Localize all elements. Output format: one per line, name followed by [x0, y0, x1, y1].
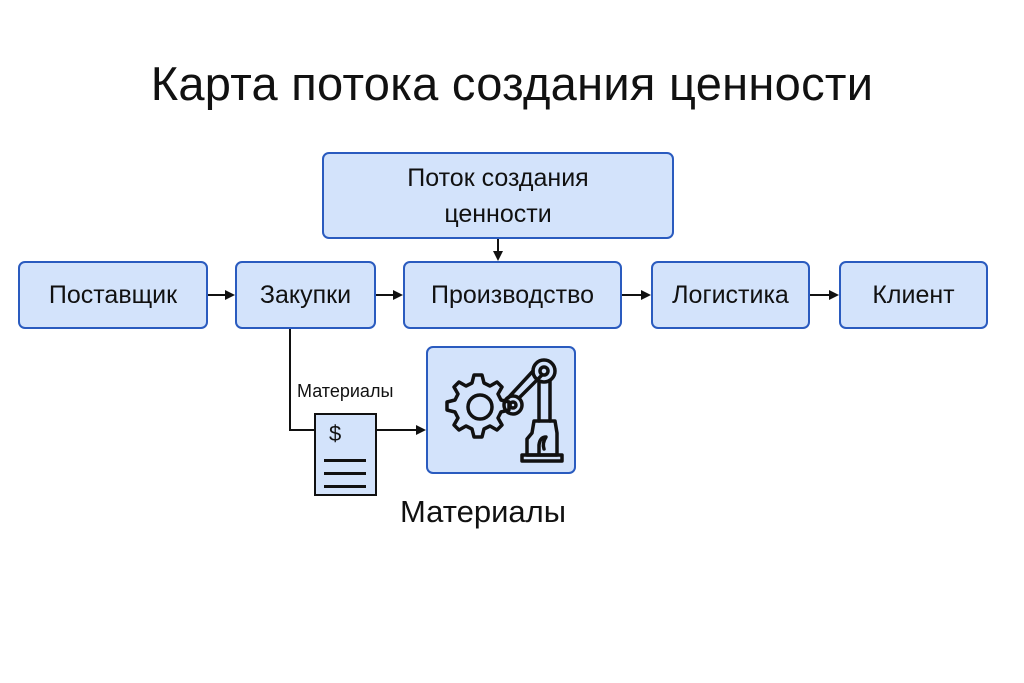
procurement-to-document-line: [289, 329, 314, 431]
value-stream-label-line1: Поток создания: [407, 163, 589, 192]
supplier-label: Поставщик: [48, 280, 178, 309]
dollar-icon: $: [329, 421, 342, 446]
materials-caption: Материалы: [400, 494, 566, 529]
gear-robot-arm-icon: [445, 357, 564, 463]
invoice-document-icon[interactable]: $: [314, 413, 377, 496]
logistics-box[interactable]: Логистика: [651, 261, 810, 329]
logistics-label: Логистика: [672, 280, 789, 309]
materials-edge-label: Материалы: [297, 381, 394, 401]
diagram-title: Карта потока создания ценности: [150, 57, 874, 110]
gear-icon: [445, 372, 511, 439]
production-label: Производство: [430, 280, 594, 309]
arm-joint-icon: [502, 393, 524, 416]
supplier-box[interactable]: Поставщик: [18, 261, 208, 329]
document-line: [324, 485, 366, 488]
production-box[interactable]: Производство: [403, 261, 622, 329]
value-stream-label-line2: ценности: [444, 199, 552, 228]
document-line: [324, 472, 366, 475]
client-label: Клиент: [872, 280, 955, 309]
procurement-box[interactable]: Закупки: [235, 261, 376, 329]
document-line: [324, 459, 366, 462]
value-stream-box[interactable]: Поток создания ценности: [322, 152, 674, 239]
procurement-label: Закупки: [259, 280, 352, 309]
client-box[interactable]: Клиент: [839, 261, 988, 329]
manufacturing-icon-box[interactable]: [426, 346, 576, 474]
